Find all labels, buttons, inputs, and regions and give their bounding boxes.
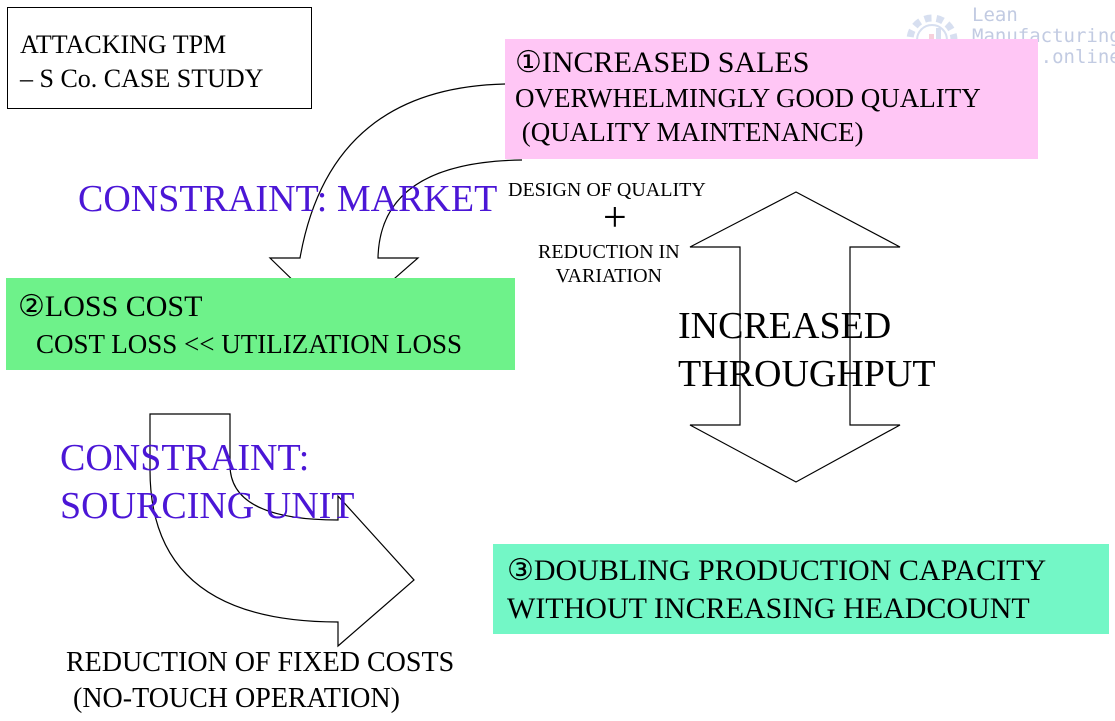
reduction-fixed-costs-label: REDUCTION OF FIXED COSTS (NO-TOUCH OPERA… bbox=[66, 645, 454, 717]
bent-arrow-loss-to-fixed-costs bbox=[149, 413, 415, 648]
constraint-sourcing-label: CONSTRAINT: SOURCING UNIT bbox=[60, 434, 355, 530]
constraint-market-label: CONSTRAINT: MARKET bbox=[78, 178, 498, 220]
plus-sign: + bbox=[603, 195, 627, 241]
fixed-costs-line-1: REDUCTION OF FIXED COSTS bbox=[66, 647, 455, 678]
double-arrow-throughput bbox=[689, 191, 901, 483]
doubling-capacity-line-1: ③DOUBLING PRODUCTION CAPACITY bbox=[507, 554, 1047, 587]
increased-throughput-label: INCREASED THROUGHPUT bbox=[678, 302, 936, 398]
throughput-line-2: THROUGHPUT bbox=[678, 353, 936, 395]
throughput-line-1: INCREASED bbox=[678, 305, 892, 347]
quality-maintenance-line: (QUALITY MAINTENANCE) bbox=[515, 117, 864, 147]
loss-cost-heading: ②LOSS COST bbox=[18, 290, 203, 323]
quality-line: OVERWHELMINGLY GOOD QUALITY bbox=[515, 83, 981, 113]
reduction-line-2: VARIATION bbox=[555, 265, 662, 287]
curved-arrow-sales-to-loss bbox=[268, 83, 523, 327]
cost-loss-line: COST LOSS << UTILIZATION LOSS bbox=[36, 329, 462, 359]
title-line-2: – S Co. CASE STUDY bbox=[20, 64, 264, 93]
title-line-1: ATTACKING TPM bbox=[20, 30, 227, 59]
increased-sales-heading: ①INCREASED SALES bbox=[515, 46, 810, 79]
fixed-costs-line-2: (NO-TOUCH OPERATION) bbox=[66, 683, 400, 714]
loss-cost-box: ②LOSS COST COST LOSS << UTILIZATION LOSS bbox=[6, 278, 515, 370]
title-box: ATTACKING TPM – S Co. CASE STUDY bbox=[7, 7, 312, 109]
reduction-line-1: REDUCTION IN bbox=[538, 241, 680, 263]
increased-sales-box: ①INCREASED SALES OVERWHELMINGLY GOOD QUA… bbox=[505, 39, 1038, 159]
logo-line-1: Lean bbox=[972, 4, 1018, 26]
constraint-sourcing-line-2: SOURCING UNIT bbox=[60, 485, 355, 527]
reduction-in-variation-note: REDUCTION IN VARIATION bbox=[538, 240, 680, 288]
constraint-sourcing-line-1: CONSTRAINT: bbox=[60, 437, 310, 479]
doubling-capacity-line-2: WITHOUT INCREASING HEADCOUNT bbox=[507, 592, 1030, 625]
doubling-capacity-box: ③DOUBLING PRODUCTION CAPACITY WITHOUT IN… bbox=[493, 544, 1109, 634]
design-of-quality-note: DESIGN OF QUALITY bbox=[508, 179, 706, 201]
logo-line-3: .online bbox=[1040, 46, 1115, 68]
